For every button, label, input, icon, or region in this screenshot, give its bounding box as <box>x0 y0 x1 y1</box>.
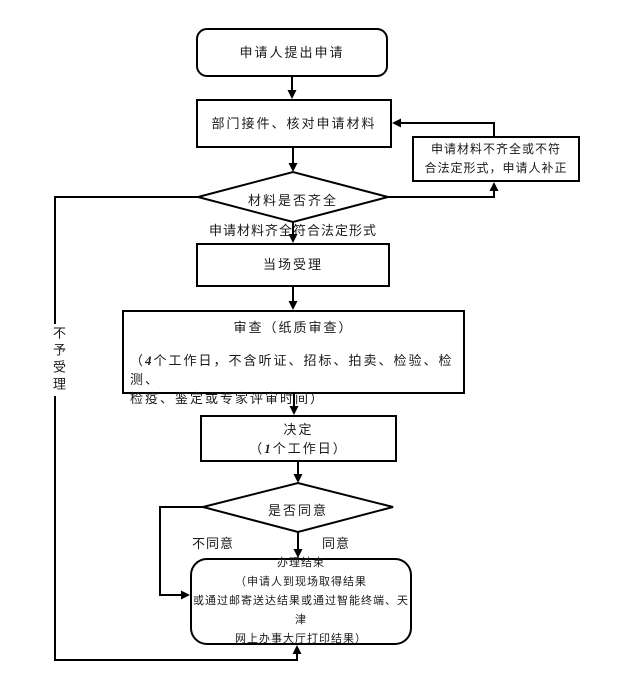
node-accept-onsite: 当场受理 <box>196 243 390 287</box>
node-end-line2: （申请人到现场取得结果 <box>235 576 367 588</box>
node-receive-check: 部门接件、核对申请材料 <box>196 99 392 148</box>
arrowhead-left-icon <box>392 118 401 128</box>
edge-label-materials-complete: 申请材料齐全符合法定形式 <box>208 223 377 238</box>
node-start-label: 申请人提出申请 <box>239 44 345 60</box>
review-note-line2: 检疫、鉴定或专家评审时间） <box>130 391 326 406</box>
node-decision-days: （1个工作日） <box>249 439 348 458</box>
arrowhead-down-icon <box>288 234 298 243</box>
edge-label-agree: 同意 <box>321 536 350 551</box>
decision-days-rest: 个工作日） <box>272 440 348 456</box>
review-note-open: （ <box>130 353 146 368</box>
node-start-apply: 申请人提出申请 <box>196 28 388 77</box>
edge-reject-path <box>54 196 298 661</box>
node-end-result: 办理结束 （申请人到现场取得结果 或通过邮寄送达结果或通过智能终端、天津 网上办… <box>190 557 412 645</box>
node-correction-line1: 申请材料不齐全或不符 <box>430 142 561 156</box>
node-correction-notice: 申请材料不齐全或不符 合法定形式，申请人补正 <box>412 136 580 182</box>
node-review: 审查（纸质审查） （4个工作日，不含听证、招标、拍卖、检验、检测、 检疫、鉴定或… <box>122 310 465 406</box>
node-review-title: 审查（纸质审查） <box>233 320 354 335</box>
arrowhead-down-icon <box>293 549 303 558</box>
arrowhead-down-icon <box>293 474 303 483</box>
arrowhead-down-icon <box>289 406 299 415</box>
node-decision-title: 决定 <box>283 421 314 437</box>
decision-days-num: 1 <box>264 440 273 456</box>
arrowhead-down-icon <box>287 90 297 99</box>
edge-disagree-path <box>159 506 203 596</box>
node-accept-label: 当场受理 <box>262 257 323 272</box>
edge-materials-correction <box>388 190 495 198</box>
decision-diamond-agree <box>202 481 394 534</box>
decision-days-open: （ <box>249 440 265 456</box>
edge-label-disagree: 不同意 <box>191 536 234 551</box>
arrowhead-down-icon <box>288 163 298 172</box>
node-correction-line2: 合法定形式，申请人补正 <box>424 161 568 175</box>
arrowhead-up-icon <box>292 645 302 654</box>
edge-label-reject: 不予受理 <box>49 324 68 396</box>
node-receive-label: 部门接件、核对申请材料 <box>211 115 377 131</box>
node-end-line3: 或通过邮寄送达结果或通过智能终端、天津 <box>193 595 409 626</box>
decision-materials-label: 材料是否齐全 <box>247 193 338 208</box>
edge-correction-receive <box>400 122 495 136</box>
decision-diamond-materials <box>194 170 392 224</box>
arrowhead-right-icon <box>181 590 190 600</box>
arrowhead-down-icon <box>288 301 298 310</box>
review-note-days: 4 <box>145 353 154 368</box>
node-end-line4: 网上办事大厅打印结果） <box>235 633 367 645</box>
node-review-note: （4个工作日，不含听证、招标、拍卖、检验、检测、 检疫、鉴定或专家评审时间） <box>124 351 463 408</box>
node-end-line1: 办理结束 <box>277 557 325 569</box>
decision-agree-label: 是否同意 <box>267 503 328 518</box>
review-note-line1: 个工作日，不含听证、招标、拍卖、检验、检测、 <box>130 353 454 387</box>
node-decision: 决定 （1个工作日） <box>200 415 397 462</box>
arrowhead-up-icon <box>489 182 499 191</box>
